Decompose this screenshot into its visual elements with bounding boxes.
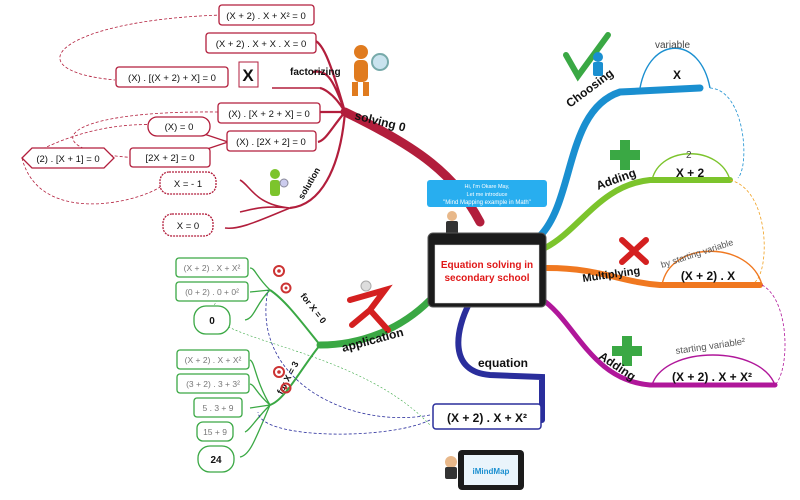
solve-box-3-text: (X) . [(X + 2) + X] = 0 [128, 73, 216, 84]
equation-box-text: (X + 2) . X + X² [447, 411, 527, 425]
cross-icon [619, 237, 649, 265]
adding-branch-2 [537, 295, 778, 388]
two-times-box [21, 147, 115, 169]
x-eq-0-text: X = 0 [177, 221, 199, 232]
center-title-2: secondary school [444, 273, 529, 284]
factorizing-label: factorizing [290, 67, 341, 78]
x-eq-0-top-text: (X) = 0 [165, 122, 194, 133]
plus-icon-2 [612, 336, 642, 366]
app-x0-text-3: 0 [209, 316, 215, 327]
final-expression: (X + 2) . X + X² [672, 370, 752, 384]
solve-box-4-text: (X) . [X + 2 + X] = 0 [228, 109, 310, 120]
twox-box [129, 147, 211, 168]
imindmap-badge: iMindMap [445, 450, 524, 490]
for-x0-label: for X = 0 [298, 291, 328, 325]
dashed-navy-1 [265, 289, 431, 419]
app-x3-text-5: 24 [210, 455, 222, 466]
starting-sq-label: starting variable² [675, 336, 746, 357]
solve-box-5-text: (X) . [2X + 2] = 0 [236, 137, 306, 148]
sq-arc [651, 354, 776, 386]
solution-person-icon [270, 169, 289, 196]
by-starting-label: by starting variable [660, 237, 735, 270]
app-x0-box-2 [175, 281, 249, 302]
two-times-text: (2) . [X + 1] = 0 [36, 154, 99, 165]
dashed-curve-3 [761, 284, 786, 386]
solve-box-1-text: (X + 2) . X + X² = 0 [226, 11, 305, 22]
x2-times-x: (X + 2) . X [681, 269, 735, 283]
choosing-label: Choosing [563, 66, 616, 110]
presenter-icon [446, 211, 458, 235]
x-eq-0-top-box [147, 116, 211, 137]
two-arc [651, 153, 731, 181]
solve-box-4 [217, 102, 321, 124]
plus-icon-1 [610, 140, 640, 170]
speech-line-2: Let me introduce [467, 192, 508, 198]
solve-box-1 [218, 4, 315, 26]
equation-label: equation [478, 356, 528, 370]
solution-sublines [224, 179, 291, 230]
solve-box-2-text: (X + 2) . X + X . X = 0 [216, 39, 307, 50]
app-x0-box-3 [193, 305, 231, 335]
magnifier-person-icon [352, 45, 389, 96]
variable-label: variable [655, 40, 690, 51]
app-x0-text-2: (0 + 2) . 0 + 0² [185, 287, 239, 297]
solve-box-3 [115, 66, 229, 88]
app-x3-box-4 [196, 421, 234, 442]
app-x3-text-4: 15 + 9 [203, 427, 227, 437]
center-screen [434, 244, 540, 304]
solve-box-5 [226, 130, 317, 152]
x-plus-2: X + 2 [676, 166, 705, 180]
choosing-branch [536, 84, 704, 240]
target-icons [273, 265, 292, 394]
solution-label: solution [296, 166, 322, 201]
app-x3-box-2 [176, 373, 250, 394]
x-minus1-text: X = - 1 [174, 179, 202, 190]
speech-bubble [427, 180, 547, 207]
imindmap-badge-text: iMindMap [473, 467, 510, 476]
adding-branch-1 [542, 177, 733, 251]
speech-line-3: "Mind Mapping example in Math" [443, 200, 531, 206]
dashed-navy-2 [257, 411, 431, 435]
factor-x: X [242, 66, 254, 85]
application-branch [316, 296, 434, 349]
app-x0-text-1: (X + 2) . X + X² [184, 263, 241, 273]
factor-x-box [238, 61, 259, 88]
runner-icon [347, 280, 393, 333]
solve-box-2 [205, 32, 317, 54]
app-x3-text-1: (X + 2) . X + X² [185, 355, 242, 365]
app-x3-box-5 [197, 445, 235, 473]
x0-leaves [244, 267, 271, 321]
equation-branch [455, 299, 545, 423]
app-x3-text-3: 5 . 3 + 9 [203, 403, 234, 413]
dashed-link-top [59, 14, 223, 81]
app-x3-box-1 [176, 349, 250, 370]
x3-leaves [239, 359, 271, 458]
center-title-1: Equation solving in [441, 260, 533, 271]
x-eq-0-box [162, 213, 214, 237]
app-x3-text-2: (3 + 2) . 3 + 3² [186, 379, 240, 389]
check-person-icon [563, 32, 611, 82]
dashed-green-link [212, 299, 431, 426]
two-label: 2 [686, 150, 692, 161]
app-x0-box-1 [175, 257, 249, 278]
multiplying-branch [544, 265, 763, 288]
starting-arc [661, 250, 763, 286]
application-label: application [340, 325, 405, 355]
solving-sublines [289, 38, 347, 210]
variable-arc [639, 47, 711, 89]
x-minus1-box [159, 171, 217, 195]
x-choose: X [673, 68, 681, 82]
twox-text: [2X + 2] = 0 [145, 153, 194, 164]
dashed-curve-2 [729, 179, 765, 283]
equation-box [432, 403, 542, 430]
app-x3-box-3 [193, 397, 243, 418]
dashed-curve-1 [709, 87, 745, 179]
app-sublines [269, 289, 321, 406]
speech-line-1: Hi, I'm Okare May, [465, 184, 510, 190]
